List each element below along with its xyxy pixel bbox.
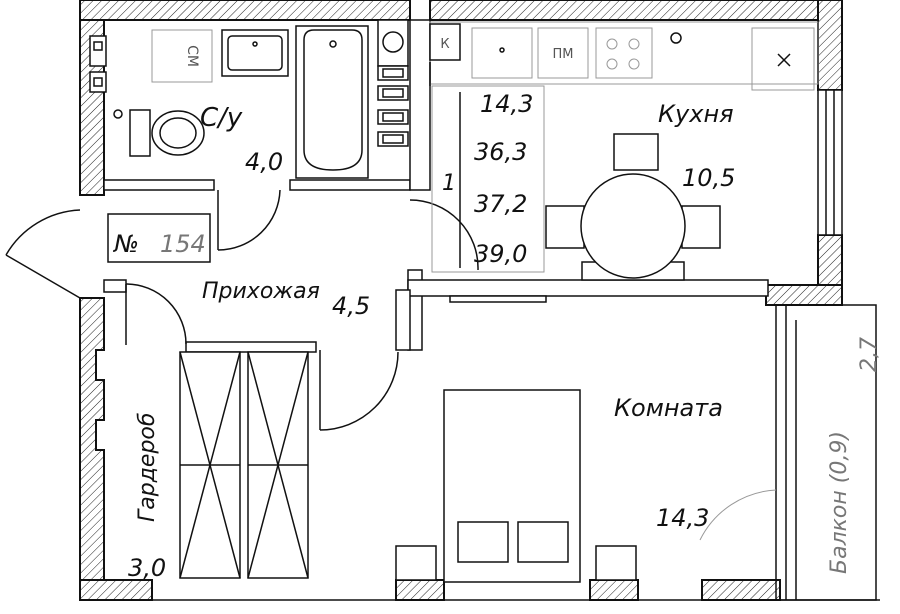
kitchen-door xyxy=(409,199,479,271)
area-total: 36,3 xyxy=(474,138,527,166)
bathroom-door xyxy=(217,189,281,251)
bathroom-area: 4,0 xyxy=(245,148,283,176)
kitchen-window xyxy=(817,89,843,236)
hall-area: 4,5 xyxy=(332,292,370,320)
shaft-boxes-icon xyxy=(377,19,409,147)
apartment-number-prefix: № xyxy=(112,230,139,258)
entrance-door xyxy=(5,209,81,299)
room-name: Комната xyxy=(614,394,723,422)
nightstand-left-icon xyxy=(395,545,437,581)
bathroom-fixtures xyxy=(89,19,409,179)
washing-machine-label: СМ xyxy=(184,45,200,67)
wardrobe-area: 3,0 xyxy=(128,554,166,582)
interior-walls xyxy=(103,19,769,353)
wardrobe-name: Гардероб xyxy=(135,413,160,522)
bed-icon xyxy=(443,389,581,583)
sink-icon xyxy=(221,29,289,77)
toilet-tank-icon xyxy=(129,109,151,157)
apartment-number: 154 xyxy=(160,230,206,258)
balcony-area: 2,7 xyxy=(857,337,882,372)
tv-icon xyxy=(449,295,547,303)
balcony xyxy=(699,304,877,601)
kitchen-name: Кухня xyxy=(658,100,734,128)
dishwasher-label: ПМ xyxy=(553,47,574,62)
balcony-name: Балкон (0,9) xyxy=(827,431,852,574)
nightstand-right-icon xyxy=(595,545,637,581)
area-living: 14,3 xyxy=(480,90,533,118)
room-door xyxy=(319,350,399,431)
rooms-count: 1 xyxy=(442,171,456,196)
k-box-label: К xyxy=(440,37,449,52)
hall-name: Прихожая xyxy=(202,279,320,304)
fridge-icon xyxy=(751,27,815,91)
room-area: 14,3 xyxy=(656,504,709,532)
dining-table-icon xyxy=(545,133,721,281)
wardrobe-cabinet-icon xyxy=(179,351,309,579)
bathtub-icon xyxy=(295,25,369,179)
wardrobe-door xyxy=(125,283,187,345)
dishwasher-icon xyxy=(537,27,589,79)
kitchen-counter xyxy=(429,21,819,273)
cooktop-icon xyxy=(595,27,653,79)
apartment-number-box xyxy=(107,213,211,263)
outer-walls xyxy=(79,0,880,601)
kitchen-sink-icon xyxy=(471,27,533,79)
kitchen-area: 10,5 xyxy=(682,164,735,192)
washing-machine-icon xyxy=(151,29,213,83)
k-box xyxy=(429,23,461,61)
bathroom-name: С/у xyxy=(200,103,243,133)
area-total-balcony: 39,0 xyxy=(474,240,527,268)
area-total-coef: 37,2 xyxy=(474,190,527,218)
